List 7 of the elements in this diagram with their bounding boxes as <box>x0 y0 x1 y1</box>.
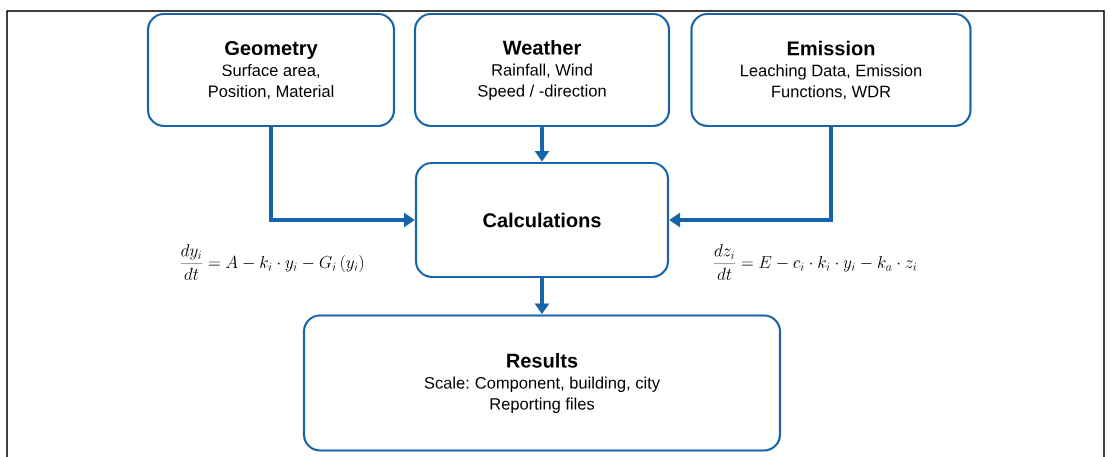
process-box: Emission Leaching Data, Emission Functions, WDR <box>690 12 972 128</box>
equation: $\frac{dz_i}{dt}=E-c_i\cdot k_i\cdot y_i-k_a\cdot z_i$ <box>713 244 917 280</box>
equation: $\frac{dy_i}{dt}=A-k_i\cdot y_i-G_i\left(y_i\right)$ <box>180 244 364 280</box>
process-box: Calculations <box>414 161 670 279</box>
process-box: Results Scale: Component, building, city Reporting files <box>302 314 782 452</box>
process-box: Geometry Surface area, Position, Material <box>146 12 396 128</box>
process-box: Weather Rainfall, Wind Speed / -direction <box>413 12 671 128</box>
